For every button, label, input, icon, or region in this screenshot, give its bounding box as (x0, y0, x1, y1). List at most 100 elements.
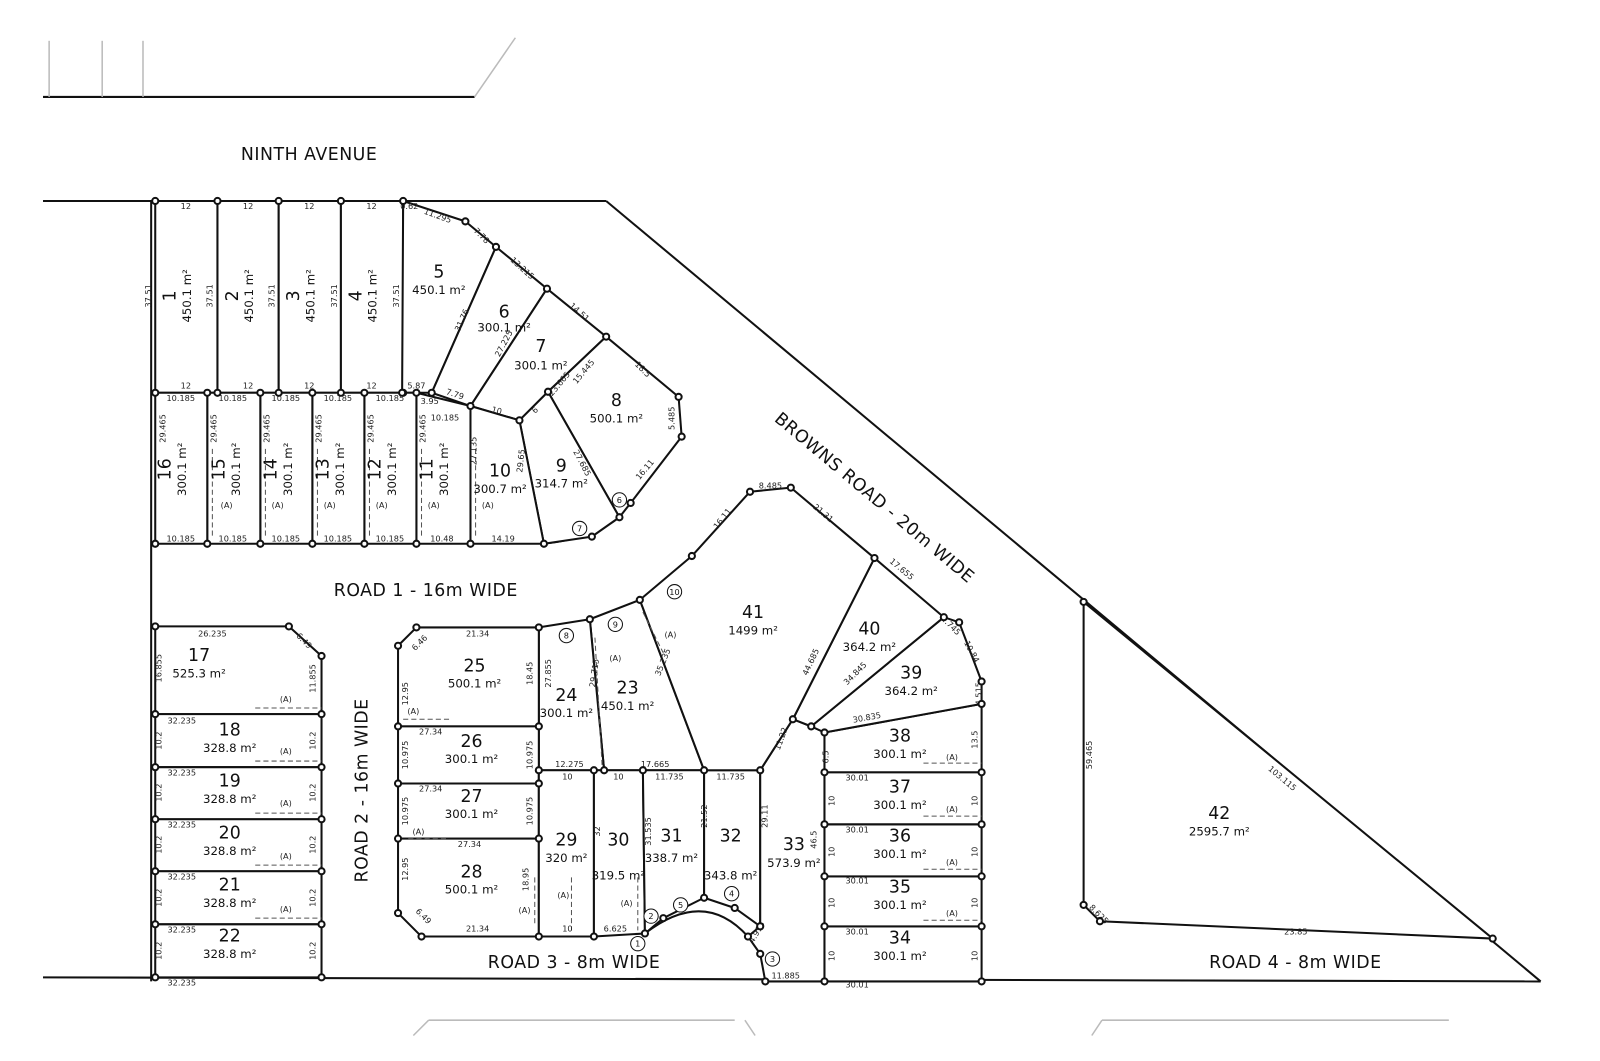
survey-point (151, 710, 160, 719)
curve-number-circle (630, 936, 646, 952)
easement-label: (A) (280, 904, 292, 914)
dimension-label: 23.85 (1284, 926, 1307, 936)
survey-point (308, 539, 317, 548)
lot-area: 300.1 m² (385, 443, 399, 496)
lot-area: 328.8 m² (203, 741, 256, 755)
dimension-label: 10.185 (218, 393, 247, 403)
curve-number-text: 9 (613, 619, 618, 629)
survey-point (256, 388, 265, 397)
dimension-label: 37.51 (143, 284, 153, 307)
lot-number: 12 (366, 458, 386, 480)
lot-28[interactable] (397, 837, 540, 938)
easement-label: (A) (272, 500, 284, 510)
dimension-label: 10 (613, 771, 623, 781)
dimension-label: 10.2 (153, 836, 163, 854)
lot-area: 2595.7 m² (1189, 825, 1250, 839)
curve-number-text: 2 (648, 911, 653, 921)
dimension-label: 29.465 (366, 414, 376, 443)
road-label-road2: ROAD 2 - 16m WIDE (352, 698, 372, 882)
survey-point (542, 284, 552, 293)
lot-number: 39 (900, 663, 922, 683)
lot-area: 300.1 m² (873, 847, 926, 861)
lot-area: 328.8 m² (203, 896, 256, 910)
dimension-label: 10.2 (307, 836, 317, 854)
dimension-label: 59.465 (1084, 741, 1094, 770)
survey-point (393, 908, 403, 918)
dimension-label: 30.01 (845, 772, 868, 782)
curve-number-1: 1 (630, 936, 646, 952)
survey-point (515, 416, 524, 425)
dimension-label: 6 (530, 404, 540, 415)
lot-area: 338.7 m² (645, 851, 698, 865)
survey-point (820, 922, 829, 931)
dimension-label: 10 (490, 404, 503, 416)
dimension-label: 10.185 (376, 393, 405, 403)
dimension-label: 18.95 (521, 868, 531, 891)
easement-label: (A) (557, 890, 569, 900)
dimension-label: 12 (304, 201, 314, 211)
dimension-label: 27.135 (469, 437, 479, 466)
lot-number: 7 (535, 337, 546, 357)
curve-number-text: 10 (669, 587, 679, 597)
survey-point (745, 487, 755, 496)
lot-number: 29 (555, 831, 577, 851)
survey-point (677, 432, 686, 441)
easement-label: (A) (280, 798, 292, 808)
survey-point (466, 401, 475, 411)
survey-point (491, 242, 501, 251)
dimension-label: 37.51 (329, 284, 339, 307)
survey-point (417, 932, 426, 941)
easement-label: (A) (428, 500, 440, 510)
lot-number: 35 (889, 878, 911, 898)
dimension-label: 10.2 (307, 784, 317, 802)
dimension-label: 12.275 (555, 759, 584, 769)
survey-point (461, 217, 470, 226)
lot-32[interactable] (703, 769, 762, 928)
dimension-label: 10.185 (166, 534, 195, 544)
curve-number-text: 8 (564, 631, 569, 641)
easement-label: (A) (609, 653, 621, 663)
curve-number-circle (666, 584, 683, 600)
dimension-label: 12.95 (400, 682, 410, 705)
dimension-label: 10.2 (307, 942, 317, 960)
survey-point (213, 196, 222, 206)
lot-42[interactable] (1082, 600, 1494, 940)
survey-point (977, 677, 986, 686)
survey-point (977, 872, 986, 881)
survey-point (534, 932, 543, 941)
dimension-label: 10.185 (166, 393, 195, 403)
survey-point (626, 498, 635, 508)
lot-number: 28 (460, 862, 482, 882)
survey-point (589, 766, 599, 775)
dimension-label: 10.48 (430, 534, 453, 544)
survey-point (602, 332, 611, 341)
dimension-label: 11.885 (771, 970, 800, 980)
dimension-label: 46.5 (808, 831, 818, 849)
dimension-label: 5.87 (407, 381, 425, 391)
lot-area: 300.1 m² (873, 898, 926, 912)
survey-point (820, 728, 829, 737)
survey-point (274, 388, 283, 397)
survey-point (203, 388, 212, 397)
survey-point (317, 815, 326, 824)
lot-17[interactable] (154, 625, 323, 716)
lot-number: 27 (460, 787, 482, 807)
lot-number: 18 (219, 721, 241, 741)
lot-area: 300.1 m² (514, 358, 567, 372)
lot-area: 364.2 m² (843, 640, 896, 654)
dimension-label: 21.52 (699, 804, 709, 827)
lot-number: 40 (858, 620, 880, 640)
dimension-label: 3.95 (421, 396, 439, 406)
survey-point (756, 949, 765, 958)
road-label-ninth-avenue: NINTH AVENUE (241, 145, 377, 165)
existing-kerb-line (412, 1019, 1449, 1037)
curve-number-9: 9 (607, 616, 623, 633)
easement-label: (A) (519, 905, 531, 915)
